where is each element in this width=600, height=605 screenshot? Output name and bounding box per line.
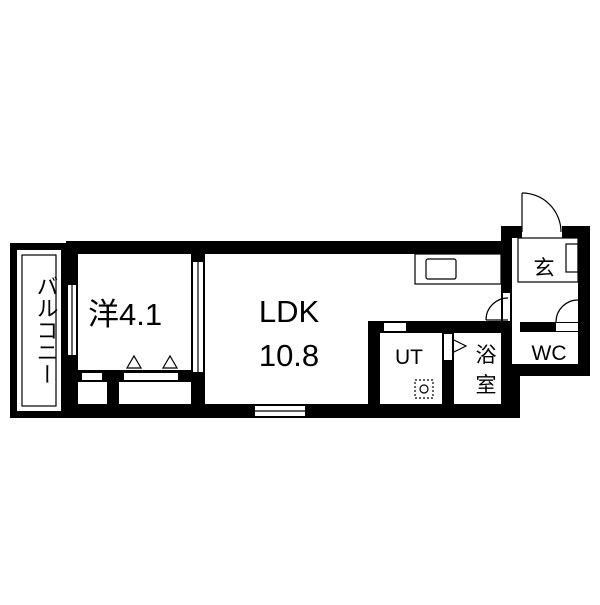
western-room-label: 洋4.1 [88, 297, 162, 332]
western-room-walls [78, 254, 205, 406]
balcony-window [68, 285, 76, 355]
ldk-label: LDK [259, 294, 320, 329]
balcony [10, 243, 68, 418]
bath-label-top: 浴 [476, 344, 497, 367]
top-wall [66, 241, 510, 254]
kitchen-counter [414, 253, 502, 285]
ut-left-wall [368, 321, 380, 411]
ldk-size-label: 10.8 [259, 338, 319, 373]
entrance-area [517, 237, 579, 283]
wc-door-swing [555, 299, 579, 323]
wc-bottom-wall [508, 364, 590, 376]
entrance-door [521, 192, 562, 238]
utility-label: UT [395, 346, 423, 369]
inner-door [485, 293, 510, 321]
toilet-label: WC [532, 342, 567, 365]
lower-right-wall [508, 364, 520, 418]
bath-door-icon [453, 339, 468, 353]
closet-divider [107, 382, 119, 406]
closet-hanger-icon [161, 354, 179, 369]
wc-area [520, 299, 579, 332]
far-right-wall [578, 226, 590, 368]
entrance-label: 玄 [534, 257, 555, 280]
wet-area [368, 321, 506, 411]
washer-pan-icon [414, 379, 434, 399]
closet-hanger-icon [125, 354, 143, 369]
wc-top-wall [520, 322, 578, 332]
sink-icon [425, 258, 457, 280]
balcony-rail [21, 254, 57, 407]
bath-label-bottom: 室 [476, 374, 497, 397]
balcony-label: バルコニー [34, 275, 59, 385]
kitchen [414, 253, 502, 285]
